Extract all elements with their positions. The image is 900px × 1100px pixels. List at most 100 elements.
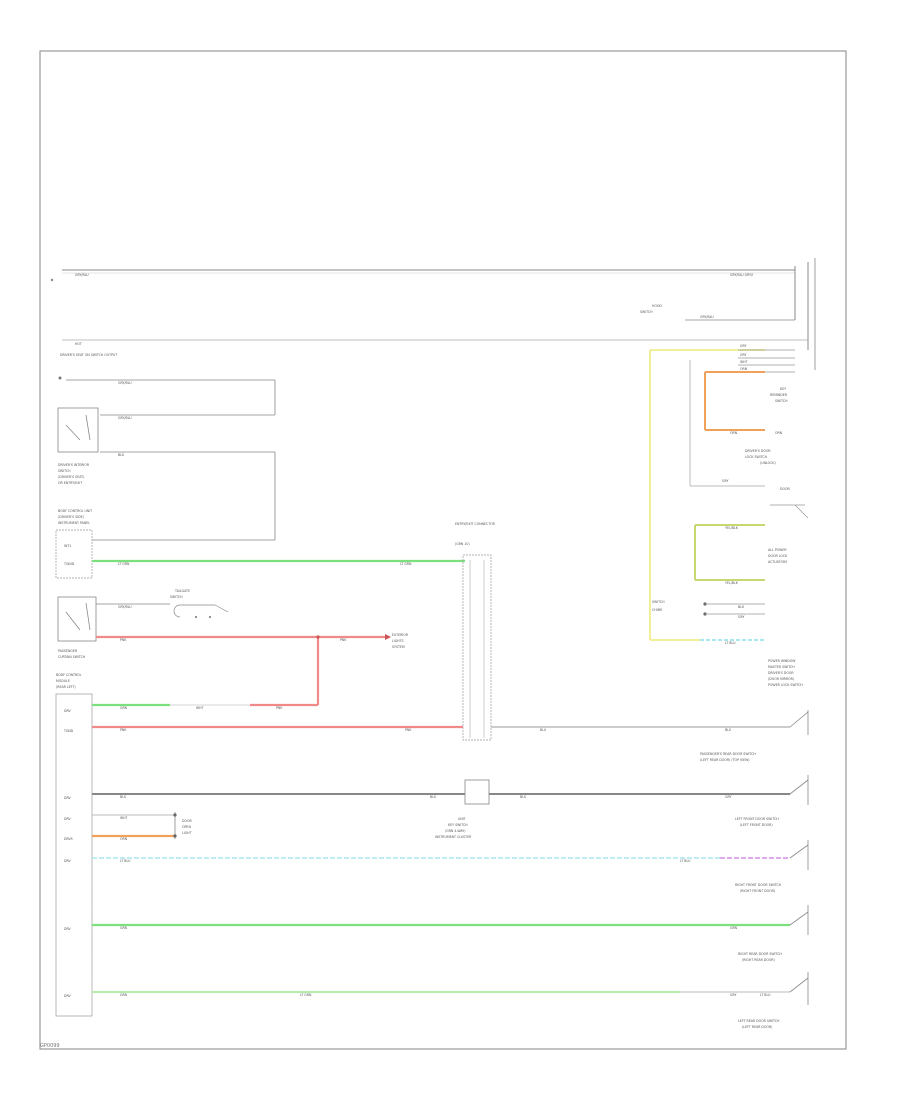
cluster-title-4: INSTRUMENT CLUSTER — [435, 835, 472, 839]
left-module: BODY CONTROL UNIT (DRIVER'S SIDE) INSTRU… — [55, 509, 465, 579]
hood-switch-title-2: SWITCH — [640, 310, 653, 314]
tailgate-switch-wire: GRY/BLU — [118, 605, 132, 609]
exterior-title-3: SYSTEM — [392, 645, 405, 649]
bcm-pin-d: DRV — [64, 817, 71, 821]
row-7-wire-b: LT GRN — [300, 993, 312, 997]
bcm-title-2: MODULE — [56, 679, 70, 683]
row-1-wire-a: GRN — [120, 706, 128, 710]
left-switch-a-desc-2: SWITCH — [58, 469, 71, 473]
rt-switch-b-caption: (RIGHT FRONT DOOR) — [740, 889, 775, 893]
row-5-wire-b: LT BLU — [680, 859, 691, 863]
rt-bottom-title-2: MASTER SWITCH — [768, 665, 795, 669]
rt-switch-a-caption: (LEFT FRONT DOOR) — [740, 823, 773, 827]
exterior-title-1: EXTERIOR — [392, 633, 409, 637]
cluster-title-1: UNIT — [458, 817, 466, 821]
bcm-pin-f: DRV — [64, 859, 71, 863]
row-7: GRN LT GRN GRY LT BLU LEFT REAR DOOR SWI… — [92, 972, 809, 1029]
left-switch-a-desc-3: (DRIVER'S SEAT) — [58, 475, 84, 479]
rt-pins-4: ORN — [740, 367, 748, 371]
row-1-wire-c: PNK — [276, 706, 283, 710]
left-module-pin-1: INT1 — [64, 544, 71, 548]
dome-label-2: OPEN — [182, 825, 191, 829]
rt-switch-a-title: LEFT FRONT DOOR SWITCH — [735, 817, 779, 821]
rt-remote-title-2: DOOR LOCK — [768, 554, 788, 558]
left-switch-a-title: DRIVER'S SEAT ON SWITCH OUTPUT — [60, 353, 117, 357]
left-module-pin-2: TGIND — [63, 562, 75, 566]
top-right-wire-label: GRY/BLU GRY/I — [730, 273, 753, 277]
row-5-wire-a: LT BLU — [120, 859, 131, 863]
row-6-wire-b: GRN — [730, 926, 738, 930]
rt-bottom-wire-1: BLK — [738, 605, 745, 609]
left-switch-a-w1: GRY/BLU — [118, 381, 132, 385]
top-bus: GRY/BLU GRY/BLU GRY/I — [50, 258, 816, 370]
row-1-wire-b: WHT — [196, 706, 204, 710]
row-4: WHT ORN DOOR OPEN LIGHT — [92, 812, 192, 841]
row-3-wire-b: BLK — [430, 795, 437, 799]
row-3-wire-c: BLK — [520, 795, 527, 799]
rt-small-label-1: DOOR — [780, 487, 790, 491]
hood-switch-group: HOOD SWITCH GRY/BLU — [640, 304, 795, 321]
pink-wire-a: PNK — [120, 638, 127, 642]
row-2-wire-a: PNK — [120, 728, 127, 732]
rt-pins-3: WHT — [740, 360, 748, 364]
rt-key-title-1: KEY — [780, 387, 786, 391]
right-cluster: GRY GRY WHT ORN ORN ORN KEY REMINDER SWI… — [649, 344, 809, 687]
tailgate-switch: GRY/BLU TAILGATE SWITCH PASSENGER CURTAI… — [57, 589, 229, 659]
rt-switch-d-title: LEFT REAR DOOR SWITCH — [738, 1019, 780, 1023]
bcm-pin-h: DRV — [64, 994, 71, 998]
rt-bottom-wire-2: GRY — [738, 615, 744, 619]
bcm-title-1: BODY CONTROL — [56, 673, 82, 677]
rt-remote-title-3: ACTUATORS — [768, 560, 787, 564]
row-2-wire-d: BLU — [725, 728, 732, 732]
rt-door-lock-title-2: LOCK SWITCH — [745, 455, 768, 459]
row-1: GRN WHT PNK — [92, 703, 318, 710]
rt-key-title-2: REMINDER — [770, 393, 788, 397]
second-bus: HOT — [62, 339, 808, 346]
mid-connector: ENTRY/EXIT CONNECTOR (GRN 10) — [455, 522, 496, 741]
footer-code: GP0099 — [40, 1043, 60, 1049]
bcm-title-3: (REAR LEFT) — [56, 685, 76, 689]
rt-switch-c-caption: (RIGHT REAR DOOR) — [742, 958, 775, 962]
rt-bottom-title-3: DRIVER'S DOOR — [768, 671, 794, 675]
row-2-wire-b: PNK — [405, 728, 412, 732]
left-module-title-1: BODY CONTROL UNIT — [58, 509, 92, 513]
row-7-wire-a: GRN — [120, 993, 128, 997]
row-5: LT BLU LT BLU RIGHT FRONT DOOR SWITCH (R… — [92, 840, 809, 893]
rt-switch-c-title: RIGHT REAR DOOR SWITCH — [738, 952, 782, 956]
left-switch-a: DRIVER'S SEAT ON SWITCH OUTPUT GRY/BLU G… — [57, 353, 276, 540]
tailgate-switch-label-2: SWITCH — [170, 595, 183, 599]
row-3-wire-a: BLK — [120, 795, 127, 799]
rt-pins-2: GRY — [740, 353, 746, 357]
rt-gry-wire: GRY — [722, 479, 728, 483]
rt-small-label-2: SWITCH — [652, 600, 665, 604]
diagram-frame — [39, 50, 847, 1050]
bcm-pin-g: DRV — [64, 927, 71, 931]
left-module-wire: LT GRN — [118, 562, 130, 566]
row-6: GRN GRN RIGHT REAR DOOR SWITCH (RIGHT RE… — [92, 905, 809, 962]
top-left-wire-label: GRY/BLU — [75, 273, 89, 277]
rt-bottom-title-1: POWER WINDOW — [768, 659, 796, 663]
hood-switch-title-1: HOOD — [652, 304, 662, 308]
tailgate-switch-label-1: TAILGATE — [174, 589, 190, 593]
hood-switch-wire: GRY/BLU — [700, 315, 714, 319]
left-switch-a-w3: BLK — [118, 453, 125, 457]
rt-key-wire: ORN — [730, 431, 738, 435]
mid-connector-title: ENTRY/EXIT CONNECTOR — [455, 522, 496, 526]
rt-remote-title-1: ALL POWER — [768, 548, 787, 552]
rt-bottom-wire-3: LT BLU — [725, 641, 736, 645]
rt-yel-wire-1: YEL/BLK — [725, 526, 739, 530]
left-module-title-2: (DRIVER'S SIDE) — [58, 515, 84, 519]
mid-connector-wire: LT GRN — [400, 562, 412, 566]
rt-bottom-title-4: (DOOR MIRROR) — [768, 677, 794, 681]
bcm-pin-c: DRV — [64, 796, 71, 800]
row-3-wire-d: GRY — [725, 795, 731, 799]
row-2: PNK PNK BLU BLU PASSENGER'S REAR DOOR SW… — [92, 710, 809, 762]
rt-bottom-title-5: POWER LOCK SWITCH — [768, 683, 803, 687]
dome-label-1: DOOR — [182, 819, 192, 823]
row-3: BLK BLK BLK GRY UNIT KEY SWITCH (GRN 4-W… — [92, 775, 809, 839]
exterior-lights-circuit: PNK PNK EXTERIOR LIGHTS SYSTEM — [96, 633, 409, 705]
row-2-caption-2: (LEFT REAR DOOR) (TOP VIEW) — [700, 758, 750, 762]
row-4-wire-a: WHT — [120, 816, 128, 820]
row-4-wire-b: ORN — [120, 837, 128, 841]
